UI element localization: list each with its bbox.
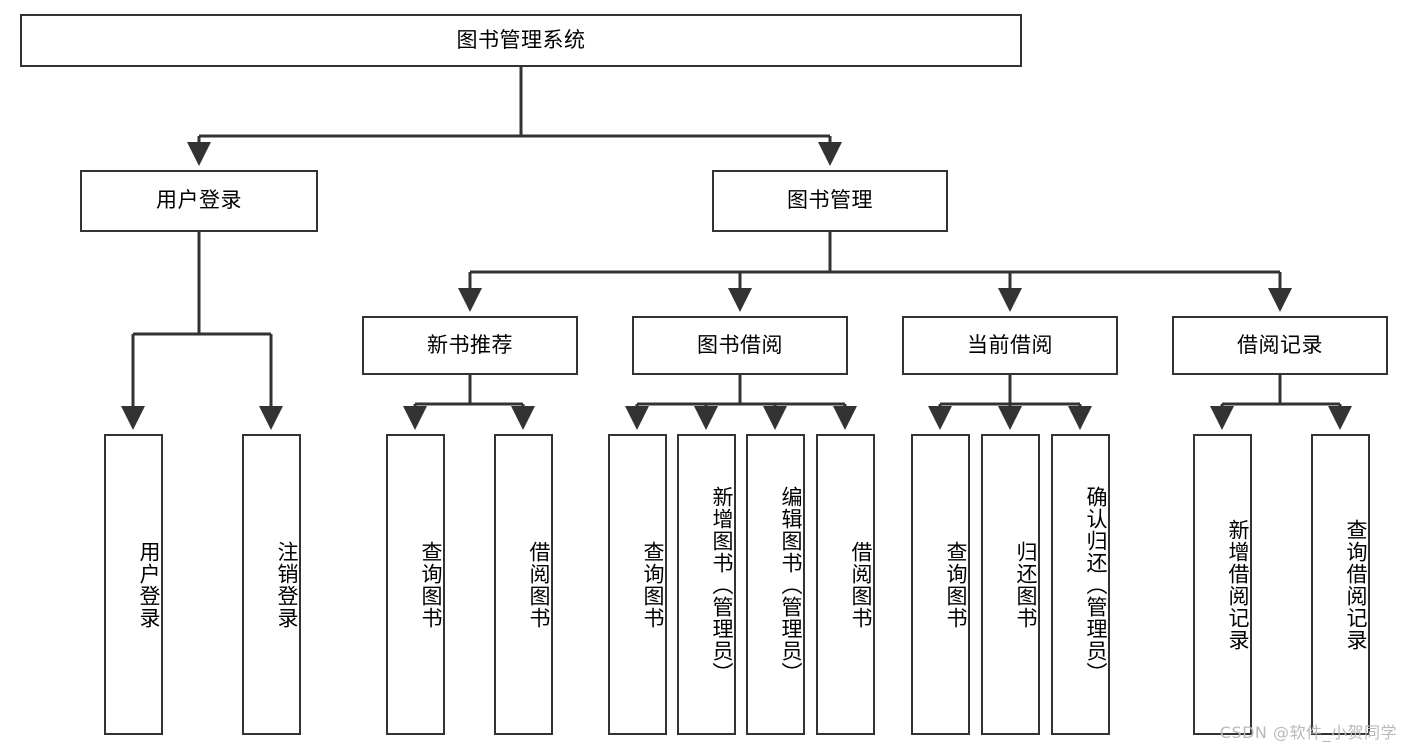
- node-leaf-query-book-2[interactable]: 查询图书: [608, 434, 667, 735]
- node-leaf-add-record[interactable]: 新增借阅记录: [1193, 434, 1252, 735]
- csdn-watermark: CSDN @软件_小贺同学: [1219, 723, 1397, 742]
- node-leaf-query-book-1[interactable]: 查询图书: [386, 434, 445, 735]
- node-leaf-borrow-book-2[interactable]: 借阅图书: [816, 434, 875, 735]
- node-leaf-edit-book[interactable]: 编辑图书（管理员）: [746, 434, 805, 735]
- node-new-book-rec[interactable]: 新书推荐: [362, 316, 578, 375]
- node-leaf-user-login[interactable]: 用户登录: [104, 434, 163, 735]
- node-current-borrow[interactable]: 当前借阅: [902, 316, 1118, 375]
- node-leaf-return-book[interactable]: 归还图书: [981, 434, 1040, 735]
- node-leaf-query-record[interactable]: 查询借阅记录: [1311, 434, 1370, 735]
- node-book-borrow[interactable]: 图书借阅: [632, 316, 848, 375]
- node-leaf-confirm-return[interactable]: 确认归还（管理员）: [1051, 434, 1110, 735]
- node-book-manage[interactable]: 图书管理: [712, 170, 948, 232]
- node-leaf-add-book[interactable]: 新增图书（管理员）: [677, 434, 736, 735]
- node-leaf-borrow-book-1[interactable]: 借阅图书: [494, 434, 553, 735]
- node-leaf-logout[interactable]: 注销登录: [242, 434, 301, 735]
- node-user-login[interactable]: 用户登录: [80, 170, 318, 232]
- node-root[interactable]: 图书管理系统: [20, 14, 1022, 67]
- node-leaf-query-book-3[interactable]: 查询图书: [911, 434, 970, 735]
- node-borrow-record[interactable]: 借阅记录: [1172, 316, 1388, 375]
